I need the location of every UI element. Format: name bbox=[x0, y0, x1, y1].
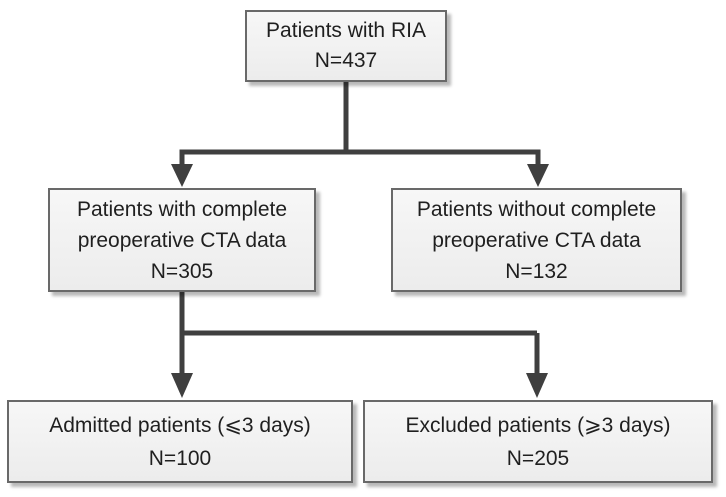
node-patients-with-ria: Patients with RIA N=437 bbox=[245, 10, 447, 82]
node-label-line1: Patients with complete bbox=[76, 197, 288, 221]
arrowhead-to-bottom-right bbox=[526, 373, 548, 398]
node-label-line2: preoperative CTA data bbox=[77, 228, 287, 252]
node-without-complete-cta: Patients without complete preoperative C… bbox=[391, 188, 682, 292]
node-label: Excluded patients (⩾3 days) bbox=[405, 413, 671, 437]
arrowhead-to-mid-left bbox=[171, 164, 193, 187]
node-count: N=437 bbox=[314, 49, 378, 72]
node-admitted-patients: Admitted patients (⩽3 days) N=100 bbox=[7, 400, 353, 483]
node-complete-cta: Patients with complete preoperative CTA … bbox=[48, 188, 316, 292]
node-excluded-patients: Excluded patients (⩾3 days) N=205 bbox=[363, 400, 713, 483]
node-count: N=100 bbox=[148, 446, 212, 470]
node-label-line2: preoperative CTA data bbox=[432, 228, 641, 252]
arrowhead-to-mid-right bbox=[527, 164, 549, 187]
edge-top-branch bbox=[179, 82, 541, 165]
node-label: Admitted patients (⩽3 days) bbox=[49, 413, 311, 437]
arrowhead-to-bottom-left bbox=[171, 373, 193, 398]
edge-midleft-branch bbox=[179, 292, 540, 374]
node-label-line1: Patients without complete bbox=[416, 197, 657, 221]
node-count: N=132 bbox=[505, 259, 568, 283]
node-count: N=205 bbox=[506, 446, 570, 470]
node-label: Patients with RIA bbox=[266, 19, 426, 42]
node-count: N=305 bbox=[150, 259, 214, 283]
